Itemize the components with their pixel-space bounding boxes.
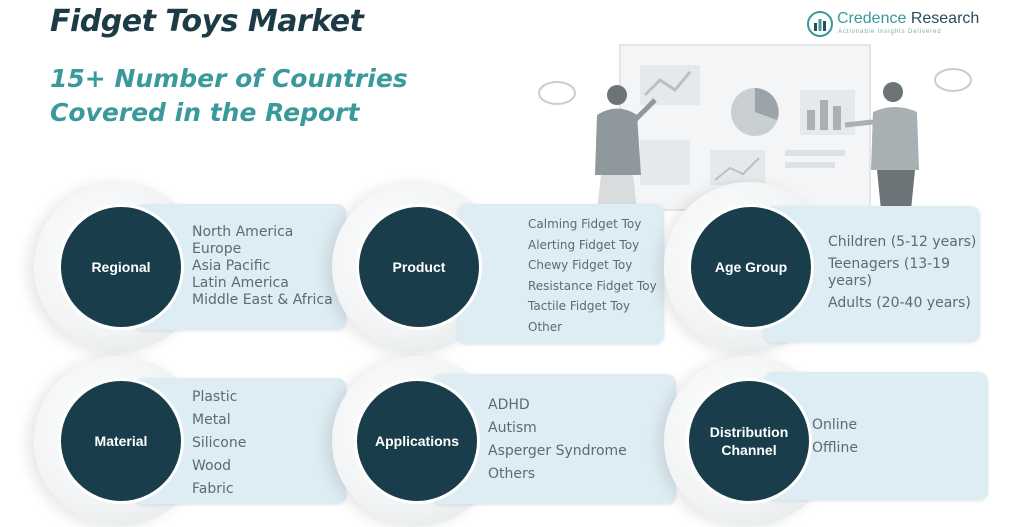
list-item: Metal [192,412,231,428]
brand-name-part2: Research [906,10,980,27]
brand-tagline: Actionable Insights Delivered [838,29,942,35]
list-item: Other [528,319,563,334]
segment-list-regional: North America Europe Asia Pacific Latin … [192,224,333,309]
list-item: Latin America [192,275,289,291]
list-item: Autism [488,420,537,436]
list-item: Teenagers (13-19 years) [828,256,950,289]
list-item: Adults (20-40 years) [828,295,971,311]
list-item: ADHD [488,397,530,413]
segment-circle-material: Material [58,378,184,504]
list-item: Wood [192,458,232,474]
list-item: Plastic [192,389,238,405]
list-item: Asperger Syndrome [488,443,627,459]
list-item: Others [488,466,536,482]
presentation-illustration-icon [538,44,972,211]
segment-list-applications: ADHD Autism Asperger Syndrome Others [488,394,627,486]
list-item: Calming Fidget Toy [528,217,642,231]
list-item: Chewy Fidget Toy [528,258,633,273]
segment-circle-product: Product [356,204,482,330]
list-item: Online [812,417,858,433]
page-subtitle: 15+ Number of Countries Covered in the R… [50,64,408,127]
list-item: Tactile Fidget Toy [528,299,631,314]
list-item: Offline [812,440,858,456]
segment-list-age-group: Children (5-12 years) Teenagers (13-19 y… [828,234,976,312]
list-item: Middle East & Africa [192,292,333,308]
list-item: Asia Pacific [192,258,271,274]
list-item: Europe [192,241,242,257]
list-item: Resistance Fidget Toy [528,278,657,293]
brand-name: Credence Research [837,10,979,28]
list-item: Fabric [192,481,234,497]
page-title: Fidget Toys Market [50,4,364,39]
segment-circle-age-group: Age Group [688,204,814,330]
brand-name-part1: Credence [837,10,907,27]
list-item: Silicone [192,435,247,451]
list-item: North America [192,224,294,240]
segment-circle-regional: Regional [58,204,184,330]
credence-logo-icon [807,11,833,37]
list-item: Alerting Fidget Toy [528,237,640,252]
segment-circle-distribution-channel: Distribution Channel [686,378,812,504]
segment-circle-applications: Applications [354,378,480,504]
segment-list-material: Plastic Metal Silicone Wood Fabric [192,386,246,501]
segment-list-product: Calming Fidget Toy Alerting Fidget Toy C… [528,214,657,338]
list-item: Children (5-12 years) [828,234,977,250]
segment-list-distribution-channel: Online Offline [812,414,858,460]
